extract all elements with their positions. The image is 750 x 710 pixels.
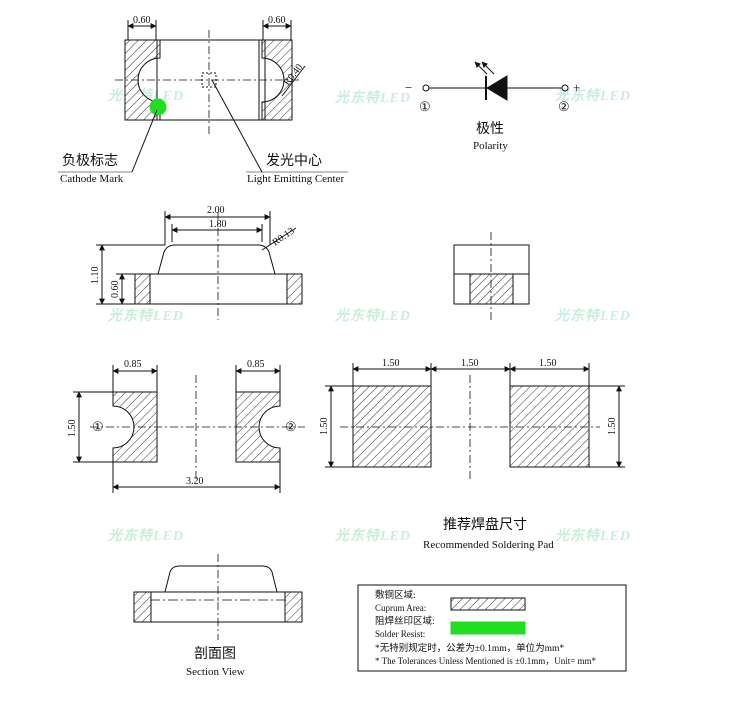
legend-resist-cn: 阻焊丝印区域: [375, 615, 435, 627]
solder-pad-title-en: Recommended Soldering Pad [423, 539, 554, 551]
side-view [96, 211, 303, 320]
polarity-label-cn: 极性 [476, 121, 504, 137]
legend-resist-en: Solder Resist: [375, 629, 425, 639]
watermark-text: 光东特LED [554, 527, 631, 544]
dimension-label: 1.50 [382, 358, 400, 369]
watermark-text: 光东特LED [334, 89, 411, 106]
solder-pad-view [325, 363, 625, 480]
dimension-label: 1.50 [67, 420, 78, 438]
dimension-label: 0.60 [268, 15, 286, 26]
legend-box [357, 584, 627, 672]
polarity-diode-symbol [422, 61, 569, 101]
section-view [133, 554, 303, 640]
solder-pad-title-cn: 推荐焊盘尺寸 [443, 516, 527, 533]
legend-cuprum-en: Cuprum Area: [375, 603, 426, 613]
dimension-label: 0.85 [247, 359, 265, 370]
light-center-en: Light Emitting Center [247, 173, 344, 185]
polarity-plus: + [573, 80, 580, 95]
dimension-label: 1.50 [607, 418, 618, 436]
radius-label: R0.13 [270, 226, 296, 249]
cathode-mark-en: Cathode Mark [60, 173, 124, 185]
polarity-label-en: Polarity [473, 140, 508, 152]
polarity-minus: − [405, 80, 412, 95]
legend-tolerance-en: * The Tolerances Unless Mentioned is ±0.… [375, 656, 597, 666]
dimension-label: 2.00 [207, 205, 225, 216]
light-center-cn: 发光中心 [266, 153, 322, 169]
pin1-label: ① [92, 419, 104, 434]
cathode-mark-cn: 负极标志 [62, 153, 118, 169]
watermark-text: 光东特LED [107, 527, 184, 544]
watermarks: 光东特LED 光东特LED 光东特LED 光东特LED 光东特LED 光东特LE… [107, 87, 631, 544]
watermark-text: 光东特LED [554, 307, 631, 324]
legend-tolerance-cn: *无特别规定时，公差为±0.1mm，单位为mm* [375, 642, 564, 654]
dimension-label: 3.20 [186, 476, 204, 487]
dimension-label: 0.60 [110, 281, 121, 299]
legend-cuprum-cn: 敷铜区域: [375, 589, 416, 601]
dimension-label: 1.50 [461, 358, 479, 369]
dimension-label: 0.60 [133, 15, 151, 26]
top-view [58, 20, 348, 173]
watermark-text: 光东特LED [334, 307, 411, 324]
bottom-view [73, 365, 305, 493]
dimension-label: 1.50 [539, 358, 557, 369]
pin2-label: ② [285, 419, 297, 434]
dimension-label: 0.85 [124, 359, 142, 370]
dimension-label: 1.10 [90, 267, 101, 285]
dimension-label: 1.80 [209, 219, 227, 230]
section-view-label-cn: 剖面图 [194, 646, 236, 662]
watermark-text: 光东特LED [107, 307, 184, 324]
watermark-text: 光东特LED [334, 527, 411, 544]
pin1-label: ① [419, 99, 431, 114]
dimension-label: 1.50 [319, 418, 330, 436]
pin2-label: ② [558, 99, 570, 114]
watermark-text: 光东特LED [554, 87, 631, 104]
end-view [453, 232, 530, 320]
section-view-label-en: Section View [186, 666, 245, 678]
